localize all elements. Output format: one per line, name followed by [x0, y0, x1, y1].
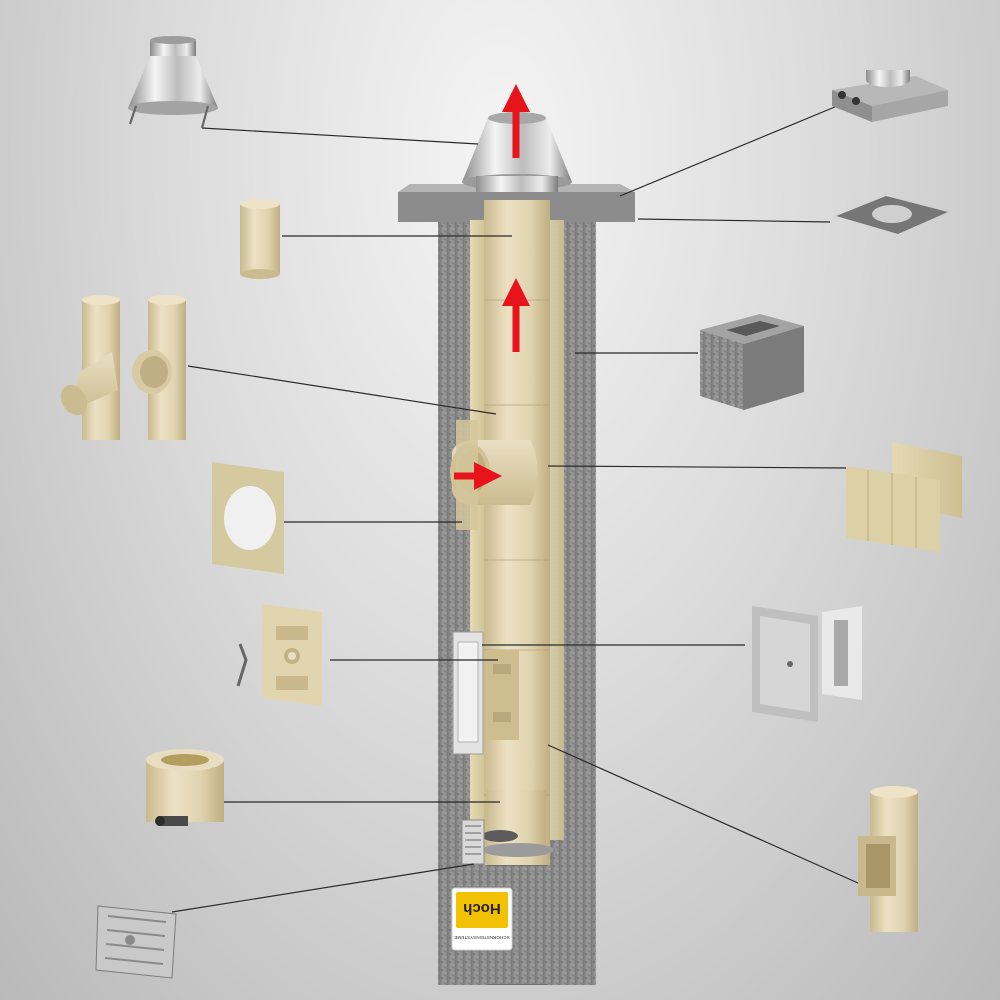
leader-insulation [547, 465, 849, 469]
part-insulation-panels [846, 442, 962, 552]
leader-cleanout-pipe [547, 744, 859, 884]
hoch-logo: Hoch SCHORNSTEINSYSTEME [451, 887, 513, 951]
condensate-outlet [482, 830, 518, 842]
part-condensate-base [146, 749, 224, 826]
ventilation-grille-installed [461, 819, 485, 865]
leader-top-plate [619, 103, 843, 197]
part-cover-plate [836, 196, 948, 234]
chimney-assembly: Hoch SCHORNSTEINSYSTEME [398, 84, 635, 985]
logo-subtitle: SCHORNSTEINSYSTEME [454, 935, 509, 940]
leader-cover-plate [637, 218, 831, 223]
leader-rain-cap [201, 127, 479, 145]
part-concrete-block [700, 314, 804, 410]
part-cleanout-pipe [858, 786, 918, 932]
base-drain [482, 843, 554, 857]
part-inspection-door [752, 606, 862, 722]
leader-lines [171, 103, 859, 913]
part-inspection-insert [236, 604, 322, 706]
part-ventilation-grille [95, 905, 177, 979]
part-rain-cap [128, 36, 218, 129]
logo-brand: Hoch [463, 900, 501, 917]
leader-tee-pipes [187, 365, 497, 415]
part-ceramic-pipe [240, 199, 280, 279]
inspection-door-installed [452, 631, 519, 755]
part-tee-pipes [60, 295, 186, 440]
part-connector-plate [212, 462, 284, 574]
flow-arrows [454, 84, 530, 490]
leader-vent-grille [171, 863, 475, 913]
insulation-strip-right [546, 220, 564, 840]
part-top-plate [832, 70, 948, 122]
